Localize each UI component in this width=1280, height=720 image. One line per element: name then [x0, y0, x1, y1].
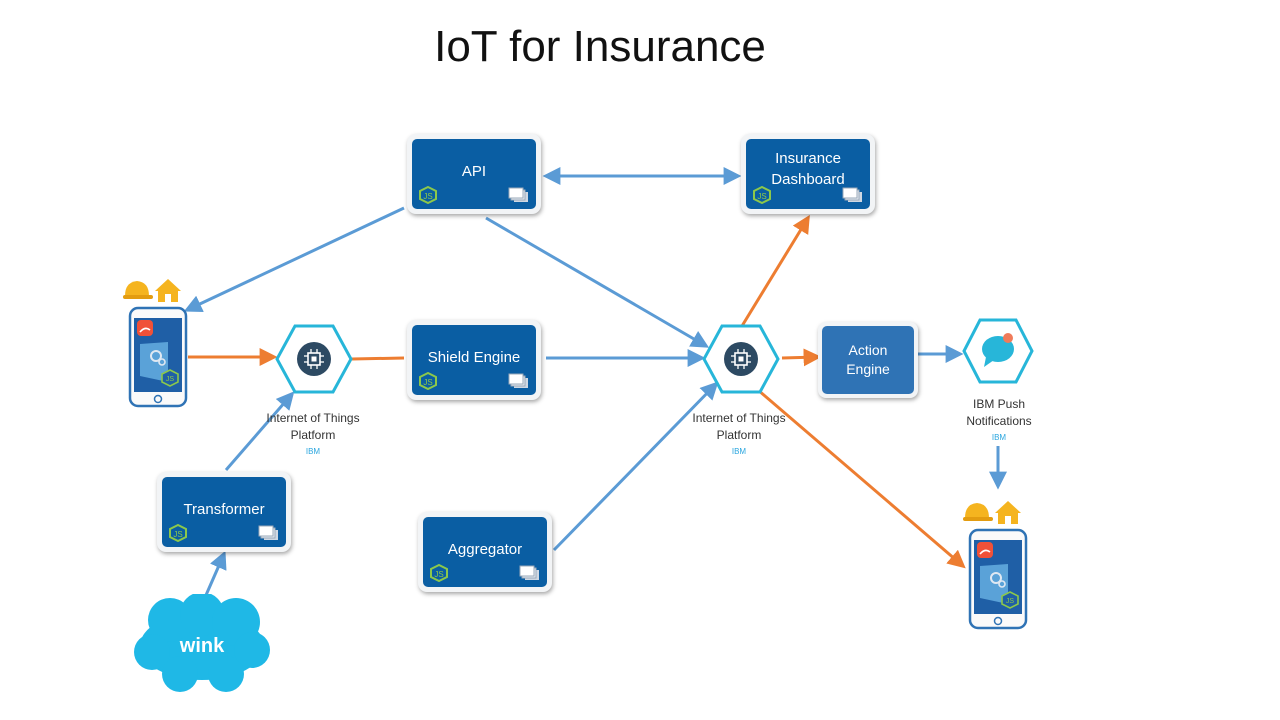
- link-iot-right-action: [781, 348, 822, 367]
- gear-icon: [150, 350, 166, 366]
- insurance-dashboard-node[interactable]: Insurance Dashboard JS: [741, 134, 875, 214]
- api-label: API: [461, 162, 487, 180]
- iot-platform-right-caption: Internet of Things Platform IBM: [674, 410, 804, 460]
- dashboard-label: Insurance Dashboard: [771, 149, 845, 188]
- transformer-node[interactable]: Transformer JS: [157, 472, 291, 552]
- page-title: IoT for Insurance: [434, 22, 766, 71]
- push-vendor: IBM: [991, 433, 1007, 442]
- nodejs-icon: JS: [430, 564, 448, 582]
- svg-text:JS: JS: [423, 192, 432, 201]
- helmet-icon: [123, 281, 153, 299]
- right-phone[interactable]: JS: [968, 528, 1028, 630]
- chip-icon: [297, 342, 331, 376]
- svg-text:JS: JS: [757, 192, 766, 201]
- nodejs-icon: JS: [169, 524, 187, 542]
- iot-left-vendor: IBM: [305, 447, 321, 456]
- right-phone-badges: [963, 501, 1021, 524]
- chip-icon: [724, 342, 758, 376]
- api-node[interactable]: API JS: [407, 134, 541, 214]
- svg-text:JS: JS: [166, 376, 175, 383]
- stack-icon: [508, 187, 528, 202]
- svg-text:JS: JS: [173, 530, 182, 539]
- left-phone-badges: [123, 279, 181, 302]
- wink-logo-text: wink: [179, 635, 225, 657]
- stack-icon: [258, 525, 278, 540]
- nodejs-icon: JS: [753, 186, 771, 204]
- stack-icon: [842, 187, 862, 202]
- iot-right-vendor: IBM: [731, 447, 747, 456]
- push-notifications-caption: IBM Push Notifications IBM: [944, 396, 1054, 446]
- home-icon: [155, 279, 181, 302]
- link-aggregator-iot-right: [552, 381, 719, 552]
- nodejs-icon: JS: [161, 369, 179, 387]
- nodejs-icon: JS: [419, 186, 437, 204]
- nodejs-icon: JS: [419, 372, 437, 390]
- link-api-phone: [183, 206, 405, 313]
- stack-icon: [508, 373, 528, 388]
- home-icon: [995, 501, 1021, 524]
- iot-right-label: Internet of Things Platform: [692, 411, 786, 442]
- link-iot-left-shield: [351, 356, 405, 361]
- svg-text:JS: JS: [434, 570, 443, 579]
- action-engine-node[interactable]: Action Engine: [818, 322, 918, 398]
- svg-text:JS: JS: [423, 378, 432, 387]
- chat-bubble-icon: [982, 333, 1014, 367]
- action-engine-label: Action Engine: [846, 342, 890, 377]
- push-label: IBM Push Notifications: [966, 397, 1032, 428]
- svg-text:JS: JS: [1006, 598, 1015, 605]
- iot-platform-left-hex[interactable]: [275, 324, 353, 394]
- swift-icon: [137, 320, 153, 336]
- shield-engine-label: Shield Engine: [427, 348, 521, 366]
- shield-engine-node[interactable]: Shield Engine JS: [407, 320, 541, 400]
- swift-icon: [977, 542, 993, 558]
- aggregator-node[interactable]: Aggregator JS: [418, 512, 552, 592]
- nodejs-icon: JS: [1001, 591, 1019, 609]
- wink-cloud[interactable]: wink: [132, 594, 272, 694]
- link-transformer-iot-left: [224, 391, 295, 471]
- stack-icon: [519, 565, 539, 580]
- helmet-icon: [963, 503, 993, 521]
- link-api-iot-right: [485, 216, 710, 348]
- iot-platform-left-caption: Internet of Things Platform IBM: [248, 410, 378, 460]
- iot-left-label: Internet of Things Platform: [266, 411, 360, 442]
- push-notifications-hex[interactable]: [962, 318, 1034, 384]
- link-iot-right-phone: [757, 388, 966, 569]
- iot-platform-right-hex[interactable]: [702, 324, 780, 394]
- aggregator-label: Aggregator: [447, 540, 523, 558]
- link-iot-right-dashboard: [740, 214, 810, 327]
- gear-icon: [990, 572, 1006, 588]
- left-phone[interactable]: JS: [128, 306, 188, 408]
- transformer-label: Transformer: [183, 500, 265, 518]
